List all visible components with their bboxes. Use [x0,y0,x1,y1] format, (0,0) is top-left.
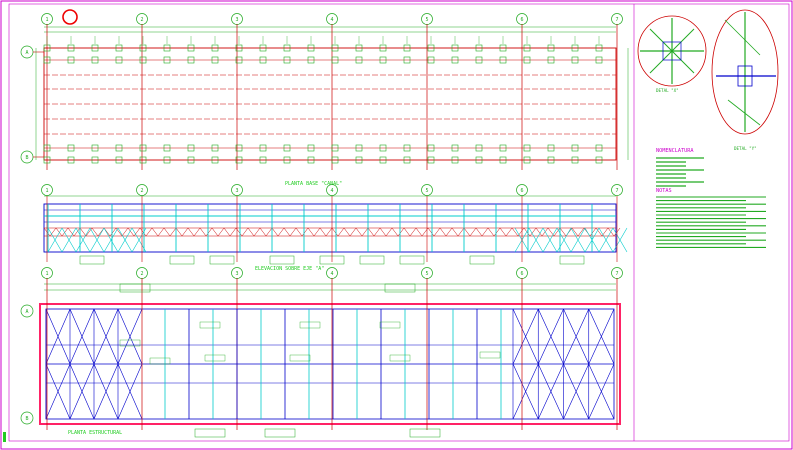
detail-y: DETAL "Y" [711,9,779,151]
grid-bubble-label: 1 [45,188,48,194]
grid-bubble-label: 7 [615,271,618,277]
grid-bubble-label: 6 [520,188,523,194]
nomenclature-block: NOMENCLATURA [656,148,704,187]
grid-bubble [516,184,528,196]
grid-bubble-label: 5 [425,271,428,277]
grid-bubble-label: 4 [330,188,333,194]
grid-bubbles-bottom: 1 2 3 4 5 6 7 [41,267,623,279]
grid-bubble-label: 4 [330,271,333,277]
grid-bubbles-top: 1 2 3 4 5 6 7 [41,13,623,25]
notes-block: NOTAS [656,188,766,248]
grid-bubble-label: 7 [615,17,618,23]
detail-x: DETAL "X" [637,15,707,93]
svg-text:A: A [25,309,28,315]
grid-bubble-label: 3 [235,271,238,277]
grid-bubble [41,184,53,196]
plan-base-view: 1 2 3 4 5 6 7 A B PLANTA BASE "CANAL" [20,9,629,187]
svg-text:A: A [25,50,28,56]
elevation-view: 1 2 3 4 5 6 7 ELEVACION SOBRE EJE "A" [41,184,628,272]
detail-y-title: DETAL "Y" [734,146,757,151]
svg-text:B: B [25,155,28,161]
plan-base-title: PLANTA BASE "CANAL" [285,181,342,187]
elevation-title: ELEVACION SOBRE EJE "A" [255,266,324,272]
grid-bubble-label: 2 [140,188,143,194]
svg-text:B: B [25,416,28,422]
grid-bubble-label: 3 [235,17,238,23]
grid-bubble-label: 3 [235,188,238,194]
grid-bubble-label: 1 [45,17,48,23]
notes-title: NOTAS [656,188,672,194]
grid-bubble-label: 2 [140,271,143,277]
nomenclature-title: NOMENCLATURA [656,148,694,154]
grid-bubble [326,184,338,196]
grid-bubble-label: 6 [520,17,523,23]
sheet-inner-border [8,3,790,442]
grid-bubble-label: 6 [520,271,523,277]
grid-bubble [231,184,243,196]
grid-bubble-label: 1 [45,271,48,277]
grid-bubble [136,184,148,196]
grid-bubbles-middle: 1 2 3 4 5 6 7 [41,184,623,196]
structural-plan-view: 1 2 3 4 5 6 7 A B PLANTA ESTRUCTURAL [20,267,623,438]
grid-bubble [421,184,433,196]
grid-bubble-label: 4 [330,17,333,23]
grid-bubble-label: 7 [615,188,618,194]
grid-bubble-label: 5 [425,188,428,194]
grid-bubble-label: 5 [425,17,428,23]
grid-bubble [611,184,623,196]
grid-bubble-label: 2 [140,17,143,23]
detail-x-title: DETAL "X" [656,88,679,93]
structural-plan-title: PLANTA ESTRUCTURAL [68,430,122,436]
